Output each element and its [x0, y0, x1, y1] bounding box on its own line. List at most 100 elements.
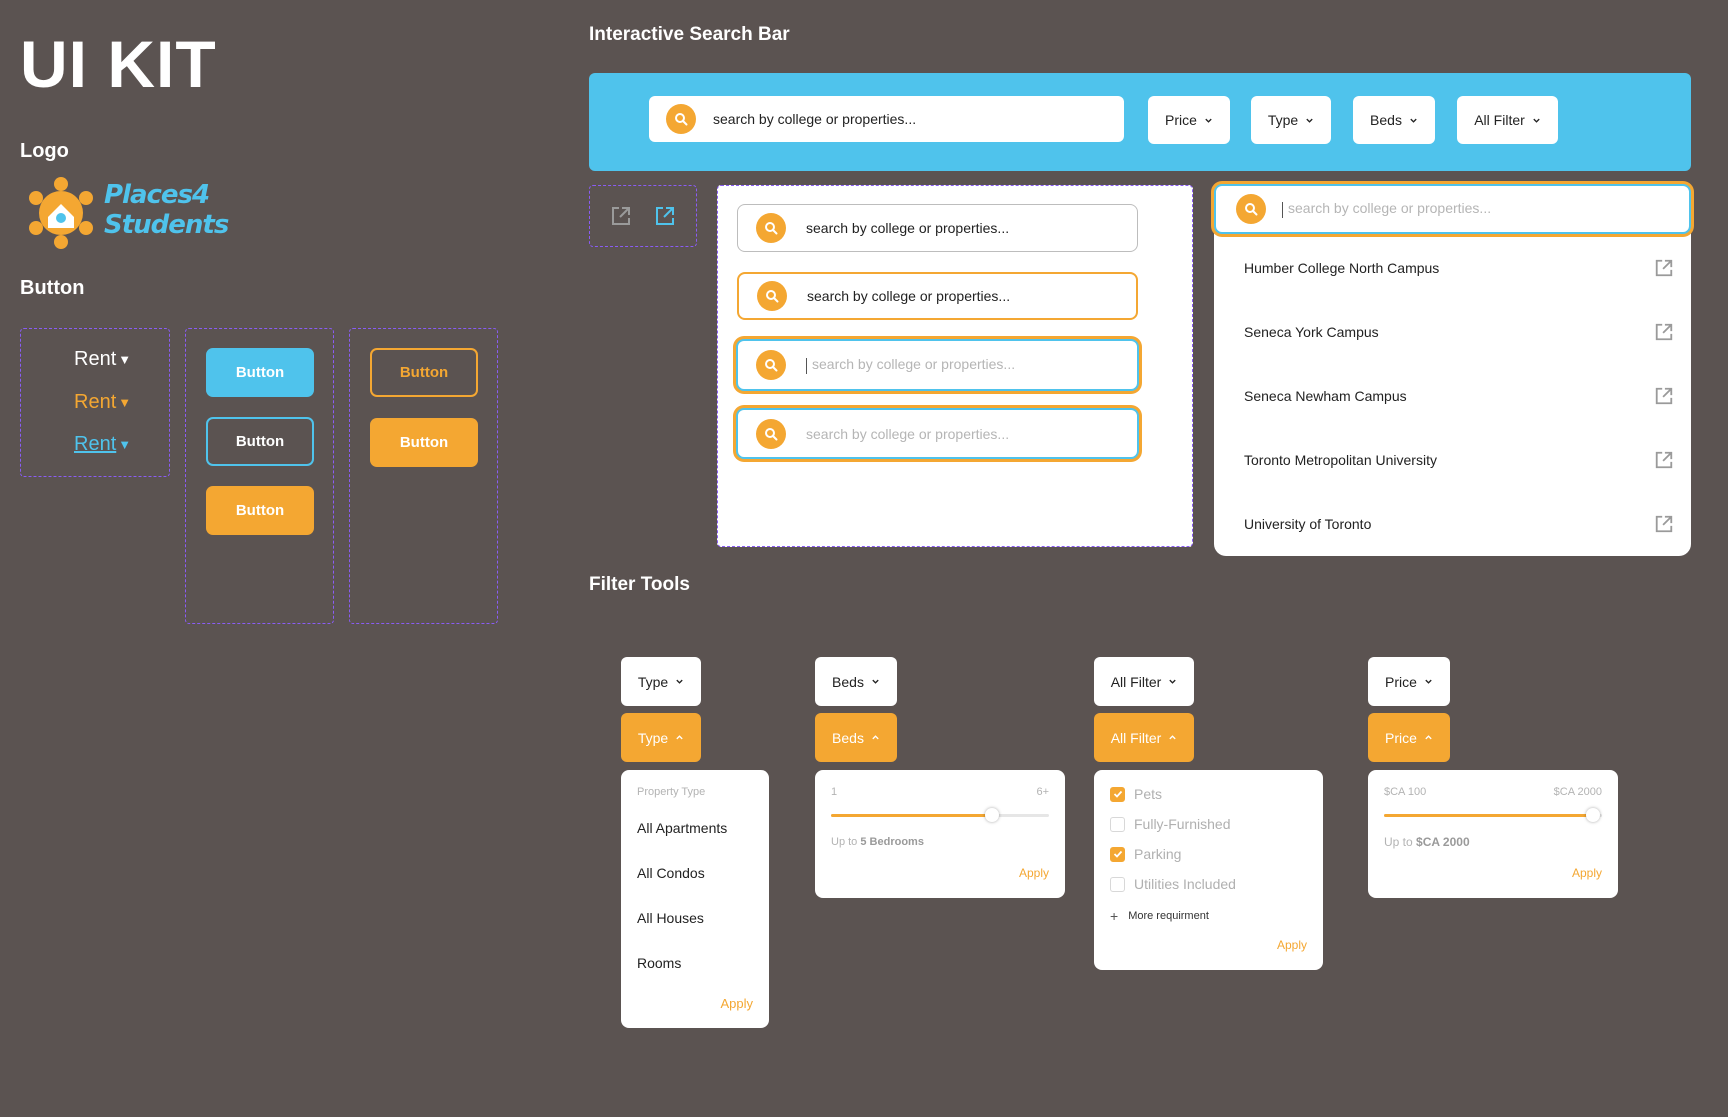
- price-dropdown-closed[interactable]: Price: [1368, 657, 1450, 706]
- filter-checkbox-row[interactable]: Utilities Included: [1110, 876, 1236, 892]
- button-variants-frame-2: [349, 328, 498, 624]
- beds-dropdown-closed[interactable]: Beds: [815, 657, 897, 706]
- type-dropdown-panel: Property Type All Apartments All Condos …: [621, 770, 769, 1028]
- logo-line-1: Places4: [104, 180, 210, 210]
- button-orange-filled-alt[interactable]: Button: [370, 418, 478, 467]
- logo-mark-icon: [29, 177, 93, 249]
- rent-label: Rent: [74, 391, 117, 413]
- result-label: Toronto Metropolitan University: [1244, 452, 1437, 468]
- type-option[interactable]: All Condos: [637, 865, 705, 881]
- button-heading: Button: [20, 277, 85, 299]
- external-link-icon-active[interactable]: [654, 205, 676, 227]
- search-dropdown: [1214, 183, 1691, 556]
- dropdown-label: Price: [1385, 673, 1417, 690]
- external-link-icon: [1655, 387, 1673, 405]
- apply-button[interactable]: Apply: [1276, 938, 1307, 952]
- all-filter-dropdown-open[interactable]: All Filter: [1094, 713, 1194, 762]
- checkbox-checked[interactable]: [1110, 786, 1125, 802]
- apply-button[interactable]: Apply: [720, 996, 753, 1011]
- rent-link-hover[interactable]: Rent▼: [74, 391, 131, 414]
- filter-checkbox-row[interactable]: Fully-Furnished: [1110, 816, 1230, 832]
- button-orange-outline[interactable]: Button: [370, 348, 478, 397]
- result-item[interactable]: Toronto Metropolitan University: [1215, 440, 1680, 480]
- type-dropdown-closed[interactable]: Type: [621, 657, 701, 706]
- dropdown-label: All Filter: [1110, 673, 1162, 690]
- apply-button[interactable]: Apply: [1571, 866, 1602, 880]
- filter-all-button[interactable]: All Filter: [1457, 96, 1558, 144]
- filter-checkbox-row[interactable]: Parking: [1110, 846, 1181, 862]
- result-item[interactable]: Seneca York Campus: [1215, 312, 1680, 352]
- price-slider-fill: [1384, 814, 1593, 817]
- filter-label: Beds: [1370, 112, 1402, 128]
- checkbox-label: Pets: [1134, 786, 1163, 802]
- price-slider-track[interactable]: [1384, 814, 1602, 817]
- apply-button[interactable]: Apply: [1018, 866, 1049, 880]
- text-caret: [806, 357, 807, 374]
- filter-price-button[interactable]: Price: [1148, 96, 1230, 144]
- beds-slider-handle[interactable]: [985, 808, 999, 822]
- result-label: Seneca York Campus: [1244, 324, 1379, 340]
- chevron-down-icon: [1306, 118, 1313, 123]
- beds-summary: Up to 5 Bedrooms: [831, 836, 924, 848]
- price-summary: Up to $CA 2000: [1384, 835, 1470, 849]
- search-variant-text: search by college or properties...: [807, 288, 1011, 304]
- property-type-heading: Property Type: [637, 786, 706, 798]
- search-dropdown-placeholder: search by college or properties...: [1288, 200, 1492, 217]
- beds-summary-value: 5 Bedrooms: [860, 836, 924, 848]
- beds-dropdown-open[interactable]: Beds: [815, 713, 897, 762]
- rent-link-active[interactable]: Rent▼: [74, 433, 131, 456]
- chevron-down-icon: [1410, 118, 1417, 123]
- beds-slider-track[interactable]: [831, 814, 1049, 817]
- search-icon: [756, 350, 786, 380]
- all-filter-dropdown-closed[interactable]: All Filter: [1094, 657, 1194, 706]
- more-requirement-link[interactable]: + More requirment: [1110, 908, 1209, 924]
- filter-type-button[interactable]: Type: [1251, 96, 1331, 144]
- price-dropdown-open[interactable]: Price: [1368, 713, 1450, 762]
- result-item[interactable]: Humber College North Campus: [1215, 248, 1680, 288]
- text-caret: [1282, 201, 1283, 218]
- search-icon: [666, 104, 696, 134]
- result-item[interactable]: Seneca Newham Campus: [1215, 376, 1680, 416]
- rent-variants-frame: [20, 328, 170, 477]
- type-dropdown-open[interactable]: Type: [621, 713, 701, 762]
- result-item[interactable]: University of Toronto: [1215, 504, 1680, 544]
- chevron-up-icon: [1425, 735, 1432, 740]
- chevron-up-icon: [676, 735, 683, 740]
- search-variant-text: search by college or properties...: [806, 356, 1015, 374]
- external-link-icon: [1655, 515, 1673, 533]
- search-variant-hover[interactable]: search by college or properties...: [737, 272, 1138, 320]
- search-icon: [756, 213, 786, 243]
- filter-beds-button[interactable]: Beds: [1353, 96, 1435, 144]
- price-slider-handle[interactable]: [1586, 808, 1600, 822]
- beds-dropdown-panel: 1 6+ Up to 5 Bedrooms Apply: [815, 770, 1065, 898]
- search-icon: [1236, 194, 1266, 224]
- external-link-icon[interactable]: [610, 205, 632, 227]
- search-input[interactable]: search by college or properties...: [649, 96, 1124, 142]
- search-variant-focused[interactable]: search by college or properties...: [736, 339, 1139, 391]
- filter-label: All Filter: [1474, 112, 1525, 128]
- result-label: Humber College North Campus: [1244, 260, 1440, 276]
- checkbox-unchecked[interactable]: [1110, 876, 1125, 892]
- dropdown-label: Beds: [832, 729, 864, 746]
- rent-link-default[interactable]: Rent▼: [74, 348, 131, 371]
- chevron-down-icon: [1169, 679, 1176, 684]
- type-option[interactable]: Rooms: [637, 955, 682, 971]
- button-orange-filled[interactable]: Button: [206, 486, 314, 535]
- filter-checkbox-row[interactable]: Pets: [1110, 786, 1162, 802]
- chevron-up-icon: [872, 735, 879, 740]
- search-icon: [756, 418, 786, 449]
- button-blue-outline[interactable]: Button: [206, 417, 314, 466]
- checkbox-unchecked[interactable]: [1110, 816, 1125, 832]
- search-dropdown-input[interactable]: search by college or properties...: [1214, 184, 1691, 234]
- type-option[interactable]: All Apartments: [637, 820, 728, 836]
- type-option[interactable]: All Houses: [637, 910, 704, 926]
- search-variant-default[interactable]: search by college or properties...: [737, 204, 1138, 252]
- filter-label: Price: [1165, 112, 1197, 128]
- button-blue-filled[interactable]: Button: [206, 348, 314, 397]
- search-dropdown-text: search by college or properties...: [1282, 200, 1492, 218]
- search-variant-filled[interactable]: search by college or properties...: [736, 408, 1139, 459]
- external-link-icon: [1655, 259, 1673, 277]
- chevron-down-icon: [1425, 679, 1432, 684]
- checkbox-checked[interactable]: [1110, 846, 1125, 862]
- dropdown-label: Beds: [832, 673, 864, 690]
